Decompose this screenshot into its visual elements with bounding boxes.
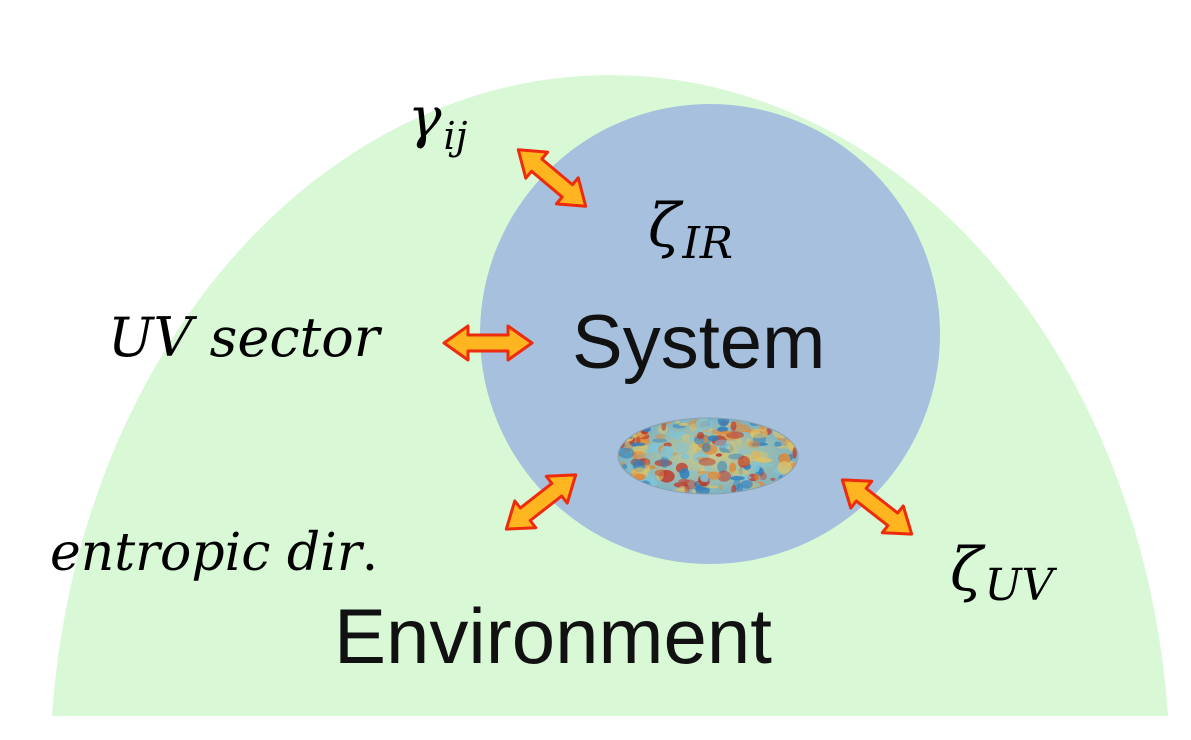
uv-sector-label: UV sector	[108, 306, 383, 369]
cmb-fluctuation-spot	[652, 438, 667, 443]
cmb-fluctuation-spot	[648, 465, 656, 470]
cmb-fluctuation-spot	[715, 453, 723, 457]
double-headed-arrow-icon	[504, 473, 578, 531]
system-label: System	[572, 300, 825, 385]
cmb-fluctuation-spot	[722, 451, 729, 460]
cmb-fluctuation-spot	[688, 470, 698, 476]
cmb-fluctuation-spot	[669, 428, 674, 439]
cmb-fluctuation-spot	[740, 480, 753, 489]
cmb-fluctuation-spot	[714, 439, 731, 449]
cmb-fluctuation-spot	[675, 442, 689, 455]
cmb-fluctuation-spot	[660, 455, 669, 468]
cmb-fluctuation-spot	[696, 471, 713, 475]
cmb-fluctuation-spot	[770, 477, 776, 481]
cmb-fluctuation-spot	[737, 455, 751, 468]
cmb-fluctuation-spot	[720, 430, 732, 435]
environment-label: Environment	[334, 592, 772, 680]
cmb-fluctuation-spot	[698, 457, 716, 466]
cmb-fluctuation-spot	[717, 460, 728, 473]
cmb-fluctuation-spot	[655, 433, 665, 440]
entropic-direction-label: entropic dir.	[50, 523, 378, 583]
cmb-fluctuation-spot	[632, 451, 646, 460]
cmb-fluctuation-spot	[644, 459, 649, 469]
cmb-fluctuation-spot	[655, 468, 665, 481]
cmb-fluctuation-spot	[678, 422, 689, 426]
system-region	[480, 104, 940, 564]
cmb-fluctuation-spot	[684, 485, 690, 494]
zeta-uv-label: ζUV	[950, 535, 1058, 611]
cmb-fluctuation-spot	[717, 418, 730, 427]
cmb-fluctuation-spot	[689, 423, 697, 432]
cmb-fluctuation-spot	[718, 484, 723, 491]
cmb-fluctuation-spot	[776, 445, 794, 449]
cmb-fluctuation-spot	[618, 447, 635, 459]
cmb-fluctuation-spot	[753, 460, 760, 473]
cmb-fluctuation-spot	[631, 442, 646, 447]
cmb-fluctuation-spot	[681, 453, 690, 460]
cmb-fluctuation-spot	[738, 449, 753, 455]
cmb-fluctuation-spot	[750, 428, 768, 439]
cmb-fluctuation-spot	[697, 431, 705, 440]
cmb-fluctuation-spot	[679, 468, 690, 480]
cmb-fluctuation-spot	[777, 461, 792, 475]
cmb-fluctuation-spot	[644, 449, 652, 453]
cmb-fluctuation-spot	[654, 469, 668, 477]
cmb-fluctuation-spot	[752, 451, 769, 459]
cmb-fluctuation-spot	[707, 435, 719, 442]
cmb-fluctuation-spot	[758, 463, 776, 467]
double-headed-arrow-icon	[516, 148, 588, 208]
cmb-fluctuation-spot	[754, 473, 761, 481]
cmb-fluctuation-spot	[753, 456, 771, 463]
cmb-fluctuation-spot	[747, 440, 761, 448]
cmb-fluctuation-spot	[707, 471, 721, 480]
cmb-fluctuation-spot	[732, 469, 749, 477]
cmb-fluctuation-spot	[701, 442, 711, 453]
cmb-fluctuation-spot	[717, 426, 729, 433]
cmb-fluctuation-spot	[678, 478, 690, 484]
cmb-fluctuation-spot	[730, 421, 737, 432]
cmb-fluctuation-spot	[660, 445, 674, 459]
exchange-arrows	[442, 148, 914, 536]
cmb-fluctuation-spot	[792, 447, 797, 459]
cmb-fluctuation-spot	[634, 473, 646, 480]
cmb-fluctuation-spot	[699, 472, 709, 482]
cmb-fluctuation-spot	[694, 486, 708, 491]
cmb-fluctuation-spot	[729, 462, 737, 474]
cmb-fluctuation-spot	[774, 441, 782, 447]
cmb-fluctuation-spot	[681, 434, 691, 441]
cmb-fluctuation-spot	[731, 484, 737, 494]
zeta-ir-label: ζIR	[648, 191, 733, 269]
cmb-fluctuation-spot	[621, 464, 628, 470]
cmb-fluctuation-spot	[759, 472, 767, 481]
double-headed-arrow-icon	[442, 324, 534, 362]
cmb-fluctuation-spot	[695, 418, 713, 431]
cmb-fluctuation-spot	[729, 476, 745, 481]
double-headed-arrow-icon	[840, 478, 914, 536]
gamma-ij-label: γij	[408, 86, 468, 158]
cmb-fluctuation-spot	[703, 435, 709, 446]
cmb-fluctuation-spot	[703, 465, 712, 473]
cmb-fluctuation-spot	[717, 470, 731, 482]
